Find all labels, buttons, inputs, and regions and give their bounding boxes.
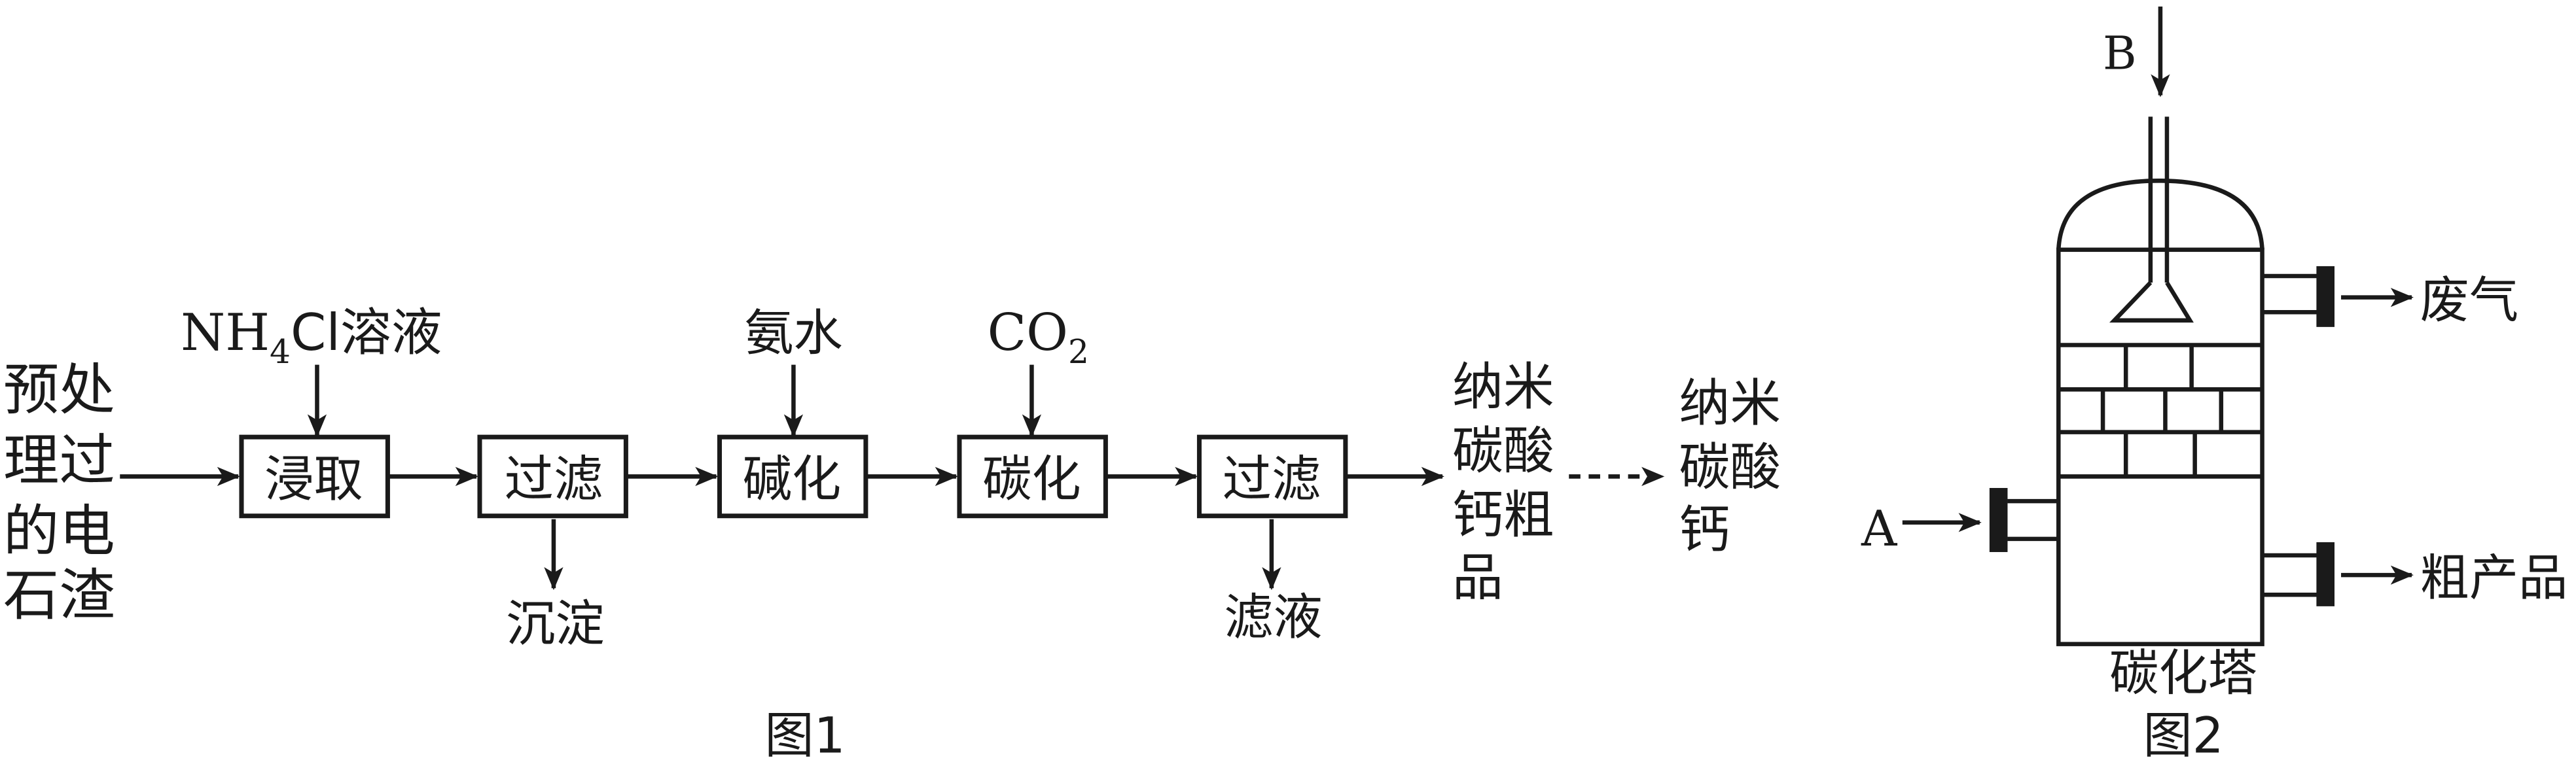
- inlet-a-label: A: [1861, 500, 1898, 557]
- process-box-label: 碱化: [743, 451, 842, 508]
- step-filtration-1: 过滤 沉淀: [477, 434, 628, 653]
- tower-title: 碳化塔: [2109, 644, 2257, 702]
- inlet-a: A: [1861, 488, 2059, 557]
- tower-body: [2056, 247, 2264, 646]
- step-filtration-2: 过滤 滤液: [1196, 434, 1348, 646]
- process-box: [477, 434, 628, 519]
- crude-product-label: 纳米 碳酸 钙粗 品: [1452, 358, 1554, 607]
- ammonia-label: 氨水: [744, 304, 843, 362]
- crude-product-line: 品: [1452, 548, 1503, 607]
- process-box: [239, 434, 390, 519]
- process-box-label: 过滤: [505, 451, 603, 508]
- process-box: [1196, 434, 1348, 519]
- input-material-line: 理过: [3, 428, 115, 493]
- input-material-line: 的电: [3, 499, 115, 564]
- final-product-line: 纳米: [1679, 374, 1781, 433]
- figure-2-caption: 图2: [2143, 706, 2223, 764]
- leaching-reagent-label: NH4Cl溶液: [181, 304, 442, 371]
- crude-product-line: 钙粗: [1452, 486, 1554, 545]
- process-box-label: 过滤: [1223, 451, 1321, 508]
- final-product-label: 纳米 碳酸 钙: [1679, 374, 1781, 559]
- input-material-line: 预处: [3, 358, 115, 423]
- input-material-line: 石渣: [3, 563, 115, 628]
- process-box-label: 碳化: [982, 451, 1081, 508]
- waste-gas-outlet: 废气: [2262, 266, 2519, 329]
- crude-product-outlet-label: 粗产品: [2420, 549, 2568, 606]
- packing-layer: [2058, 343, 2263, 479]
- input-material-label: 预处 理过 的电 石渣: [3, 358, 115, 628]
- step-leaching: NH4Cl溶液 浸取: [181, 304, 442, 519]
- tower-dome: [2056, 179, 2264, 250]
- spray-nozzle: [2109, 281, 2194, 323]
- step-alkalization: 氨水 碱化: [717, 304, 868, 519]
- figure-1: 预处 理过 的电 石渣 NH4Cl溶液 浸取 过滤 沉淀 氨水 碱化: [3, 304, 1781, 764]
- precipitate-label: 沉淀: [506, 595, 605, 653]
- final-product-line: 碳酸: [1679, 438, 1781, 497]
- filtrate-label: 滤液: [1224, 589, 1323, 646]
- crude-product-line: 纳米: [1452, 358, 1554, 417]
- figure-2-carbonation-tower: B 废气: [1861, 7, 2567, 764]
- step-carbonation: CO2 碳化: [957, 304, 1108, 519]
- crude-product-line: 碳酸: [1452, 422, 1554, 481]
- process-box-label: 浸取: [264, 451, 363, 508]
- waste-gas-label: 废气: [2420, 271, 2519, 329]
- figure-1-caption: 图1: [764, 706, 845, 764]
- crude-product-outlet: 粗产品: [2262, 542, 2568, 606]
- co2-label: CO2: [988, 304, 1089, 371]
- inlet-b-label: B: [2103, 26, 2137, 80]
- final-product-line: 钙: [1679, 500, 1730, 559]
